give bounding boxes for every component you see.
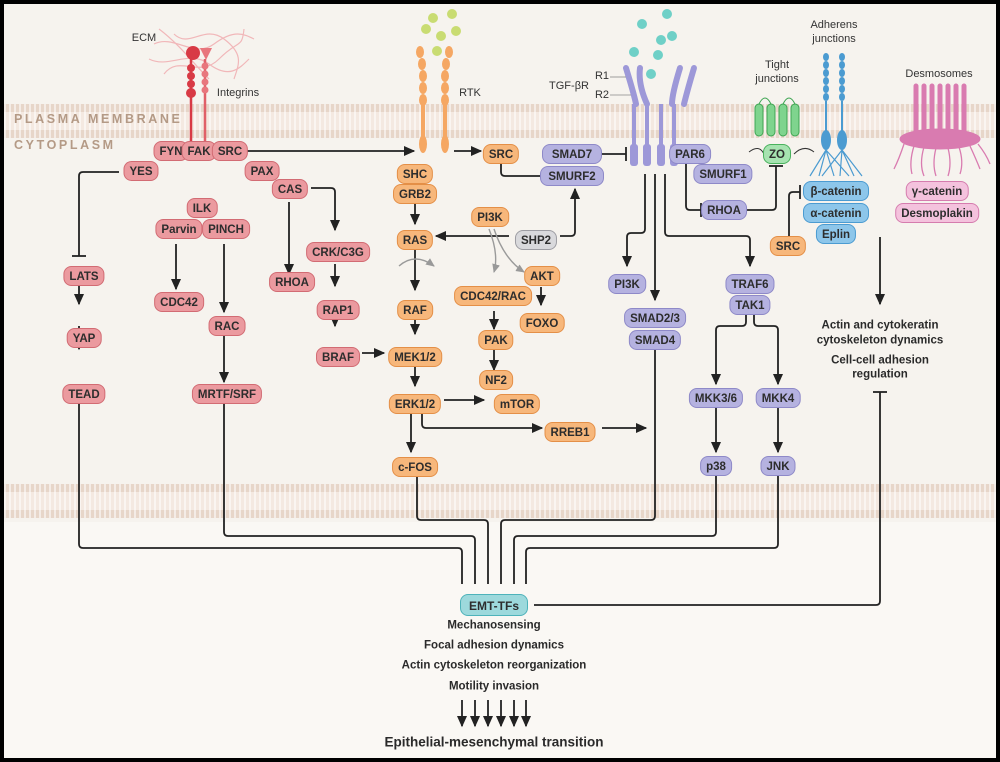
rtk-label: RTK (459, 87, 481, 99)
node-ras[interactable]: RAS (396, 230, 434, 250)
r1-label: R1 (594, 70, 610, 82)
node-smurf1[interactable]: SMURF1 (693, 164, 753, 184)
node-eplin[interactable]: Eplin (815, 224, 857, 244)
node-rhoa-tgfb[interactable]: RHOA (701, 200, 747, 220)
node-p38[interactable]: p38 (700, 456, 732, 476)
node-rreb1[interactable]: RREB1 (544, 422, 596, 442)
node-braf[interactable]: BRAF (316, 347, 360, 367)
plasma-membrane-top (4, 104, 996, 138)
junction-outcome-3: Cell-cell adhesion (831, 354, 929, 367)
node-emt-tfs[interactable]: EMT-TFs (460, 594, 528, 616)
emt-signaling-diagram: PLASMA MEMBRANE CYTOPLASM (4, 4, 996, 758)
integrin-receptor (186, 46, 212, 144)
node-pinch[interactable]: PINCH (202, 219, 250, 239)
node-src-integrin[interactable]: SRC (211, 141, 249, 161)
emt-effect-2: Focal adhesion dynamics (424, 639, 564, 652)
plasma-membrane-bottom (4, 484, 996, 518)
node-zo[interactable]: ZO (763, 144, 791, 164)
node-rhoa-integrin[interactable]: RHOA (269, 272, 315, 292)
tight-junction-protein (748, 97, 815, 155)
node-shc[interactable]: SHC (396, 164, 434, 184)
node-cdc42-rac[interactable]: CDC42/RAC (454, 286, 532, 306)
tgfbr-label: TGF-βR (549, 80, 589, 92)
node-lats[interactable]: LATS (63, 266, 105, 286)
node-smad2-3[interactable]: SMAD2/3 (624, 308, 686, 328)
node-pi3k-tgfb[interactable]: PI3K (608, 274, 646, 294)
node-mtor[interactable]: mTOR (493, 394, 541, 414)
node-cas[interactable]: CAS (271, 179, 309, 199)
node-smad7[interactable]: SMAD7 (542, 144, 602, 164)
tight-junctions-label: Tight junctions (755, 59, 799, 85)
final-outcome-emt: Epithelial-mesenchymal transition (384, 734, 604, 750)
node-mkk4[interactable]: MKK4 (755, 388, 801, 408)
emt-effect-1: Mechanosensing (447, 619, 541, 632)
node-fyn[interactable]: FYN (153, 141, 189, 161)
node-alpha-catenin[interactable]: α-catenin (803, 203, 869, 223)
node-rac-integrin[interactable]: RAC (208, 316, 246, 336)
node-pax[interactable]: PAX (244, 161, 280, 181)
ecm-fibers (148, 28, 255, 80)
desmosomes-label: Desmosomes (905, 68, 973, 80)
adherens-junctions-label: Adherens junctions (810, 19, 858, 45)
node-src-rtk[interactable]: SRC (482, 144, 520, 164)
node-grb2[interactable]: GRB2 (393, 184, 437, 204)
node-ilk[interactable]: ILK (186, 198, 218, 218)
node-mkk3-6[interactable]: MKK3/6 (688, 388, 744, 408)
node-parvin[interactable]: Parvin (155, 219, 203, 239)
emt-effect-4: Motility invasion (448, 680, 540, 693)
node-smurf2[interactable]: SMURF2 (540, 166, 604, 186)
junction-outcome-4: regulation (852, 368, 908, 381)
node-tead[interactable]: TEAD (62, 384, 106, 404)
cadherin-proteins (809, 53, 863, 177)
cytoplasm-label: CYTOPLASM (14, 138, 116, 152)
node-fak[interactable]: FAK (181, 141, 217, 161)
node-desmoplakin[interactable]: Desmoplakin (895, 203, 979, 223)
node-yes[interactable]: YES (123, 161, 159, 181)
node-mrtf-srf[interactable]: MRTF/SRF (191, 384, 263, 404)
node-traf6[interactable]: TRAF6 (725, 274, 775, 294)
tgfb-receptor (610, 9, 697, 166)
node-foxo[interactable]: FOXO (519, 313, 565, 333)
r2-label: R2 (594, 89, 610, 101)
node-pak[interactable]: PAK (478, 330, 514, 350)
node-akt[interactable]: AKT (524, 266, 560, 286)
node-pi3k-rtk[interactable]: PI3K (471, 207, 509, 227)
node-tak1[interactable]: TAK1 (729, 295, 771, 315)
desmosome-proteins (893, 83, 991, 177)
junction-outcome-2: cytoskeleton dynamics (816, 334, 944, 347)
rtk-receptor (416, 9, 461, 153)
node-rap1[interactable]: RAP1 (316, 300, 360, 320)
node-gamma-catenin[interactable]: γ-catenin (905, 181, 969, 201)
node-jnk[interactable]: JNK (760, 456, 796, 476)
ecm-label: ECM (131, 32, 157, 44)
node-raf[interactable]: RAF (397, 300, 433, 320)
node-c-fos[interactable]: c-FOS (392, 457, 438, 477)
node-crk-c3g[interactable]: CRK/C3G (306, 242, 370, 262)
node-yap[interactable]: YAP (66, 328, 102, 348)
pathway-connectors (72, 9, 991, 728)
node-mek[interactable]: MEK1/2 (388, 347, 442, 367)
node-cdc42-integrin[interactable]: CDC42 (154, 292, 204, 312)
emt-effect-3: Actin cytoskeleton reorganization (401, 659, 587, 672)
integrins-label: Integrins (216, 87, 260, 99)
node-erk[interactable]: ERK1/2 (388, 394, 442, 414)
node-shp2[interactable]: SHP2 (514, 230, 558, 250)
node-smad4[interactable]: SMAD4 (628, 330, 682, 350)
node-beta-catenin[interactable]: β-catenin (803, 181, 869, 201)
node-nf2[interactable]: NF2 (479, 370, 513, 390)
node-src-junction[interactable]: SRC (769, 236, 807, 256)
plasma-membrane-label: PLASMA MEMBRANE (14, 112, 183, 126)
junction-outcome-1: Actin and cytokeratin (821, 319, 939, 332)
node-par6[interactable]: PAR6 (669, 144, 711, 164)
